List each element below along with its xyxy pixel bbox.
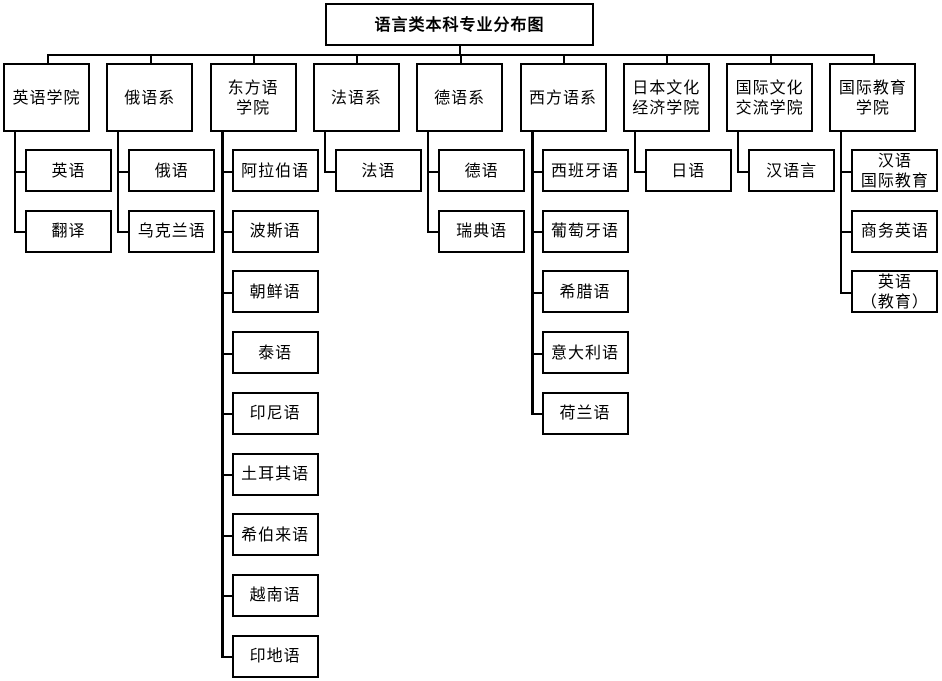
department-box: 西方语系 xyxy=(519,63,607,132)
department-box: 国际教育 学院 xyxy=(829,63,917,132)
connector-line xyxy=(633,132,636,172)
connector-line xyxy=(840,170,852,173)
connector-line xyxy=(149,54,152,63)
connector-line xyxy=(220,231,232,234)
major-box: 法语 xyxy=(334,149,422,192)
connector-line xyxy=(530,352,542,355)
connector-line xyxy=(530,231,542,234)
connector-line xyxy=(633,170,645,173)
connector-line xyxy=(220,132,224,658)
major-box: 越南语 xyxy=(231,573,319,617)
connector-line xyxy=(840,291,852,294)
connector-line xyxy=(737,170,749,173)
department-box: 法语系 xyxy=(312,63,400,132)
connector-line xyxy=(530,413,542,416)
connector-line xyxy=(117,132,120,233)
major-box: 日语 xyxy=(644,149,732,192)
department-box: 东方语 学院 xyxy=(209,63,297,132)
connector-line xyxy=(530,132,534,415)
connector-line xyxy=(427,231,439,234)
connector-line xyxy=(427,132,430,233)
connector-line xyxy=(840,132,843,293)
major-box: 乌克兰语 xyxy=(128,209,216,253)
connector-line xyxy=(356,54,359,63)
connector-line xyxy=(46,54,49,63)
connector-line xyxy=(459,54,462,63)
connector-line xyxy=(14,170,25,173)
connector-line xyxy=(840,231,852,234)
connector-line xyxy=(253,54,256,63)
department-box: 日本文化 经济学院 xyxy=(622,63,710,132)
department-box: 英语学院 xyxy=(3,63,90,132)
chart-title: 语言类本科专业分布图 xyxy=(325,3,594,46)
connector-line xyxy=(220,595,232,598)
major-box: 波斯语 xyxy=(231,209,319,253)
major-box: 泰语 xyxy=(231,331,319,375)
major-box: 英语 （教育） xyxy=(851,270,939,314)
connector-line xyxy=(220,170,232,173)
major-box: 希伯来语 xyxy=(231,513,319,557)
connector-line xyxy=(220,474,232,476)
connector-line xyxy=(563,54,565,63)
connector-line xyxy=(220,656,232,659)
connector-line xyxy=(220,534,232,537)
major-box: 意大利语 xyxy=(541,331,629,375)
major-box: 阿拉伯语 xyxy=(231,149,319,192)
connector-line xyxy=(530,170,542,173)
department-box: 国际文化 交流学院 xyxy=(726,63,814,132)
connector-line xyxy=(530,291,542,294)
major-box: 俄语 xyxy=(128,149,216,192)
major-box: 印地语 xyxy=(231,634,319,678)
connector-line xyxy=(117,231,129,234)
department-box: 俄语系 xyxy=(106,63,194,132)
major-box: 荷兰语 xyxy=(541,391,629,435)
major-box: 印尼语 xyxy=(231,391,319,435)
major-box: 葡萄牙语 xyxy=(541,209,629,253)
connector-line xyxy=(323,132,326,172)
major-box: 英语 xyxy=(25,149,112,192)
major-box: 德语 xyxy=(438,149,526,192)
connector-line xyxy=(220,352,232,355)
major-box: 西班牙语 xyxy=(541,149,629,192)
major-box: 瑞典语 xyxy=(438,209,526,253)
connector-line xyxy=(427,170,439,173)
major-box: 希腊语 xyxy=(541,270,629,314)
major-box: 朝鲜语 xyxy=(231,270,319,314)
connector-line xyxy=(769,54,772,63)
connector-line xyxy=(220,291,232,294)
major-box: 汉语言 xyxy=(748,149,836,192)
connector-line xyxy=(666,54,669,63)
connector-line xyxy=(323,170,335,173)
major-box: 商务英语 xyxy=(851,209,939,253)
department-box: 德语系 xyxy=(416,63,504,132)
major-box: 土耳其语 xyxy=(231,452,319,496)
connector-line xyxy=(737,132,740,172)
connector-line xyxy=(14,132,16,233)
connector-line xyxy=(220,413,232,416)
connector-line xyxy=(872,54,875,63)
connector-line xyxy=(14,231,25,234)
major-box: 汉语 国际教育 xyxy=(851,149,939,192)
connector-line xyxy=(117,170,129,173)
connector-line xyxy=(459,45,461,54)
major-box: 翻译 xyxy=(25,209,112,253)
